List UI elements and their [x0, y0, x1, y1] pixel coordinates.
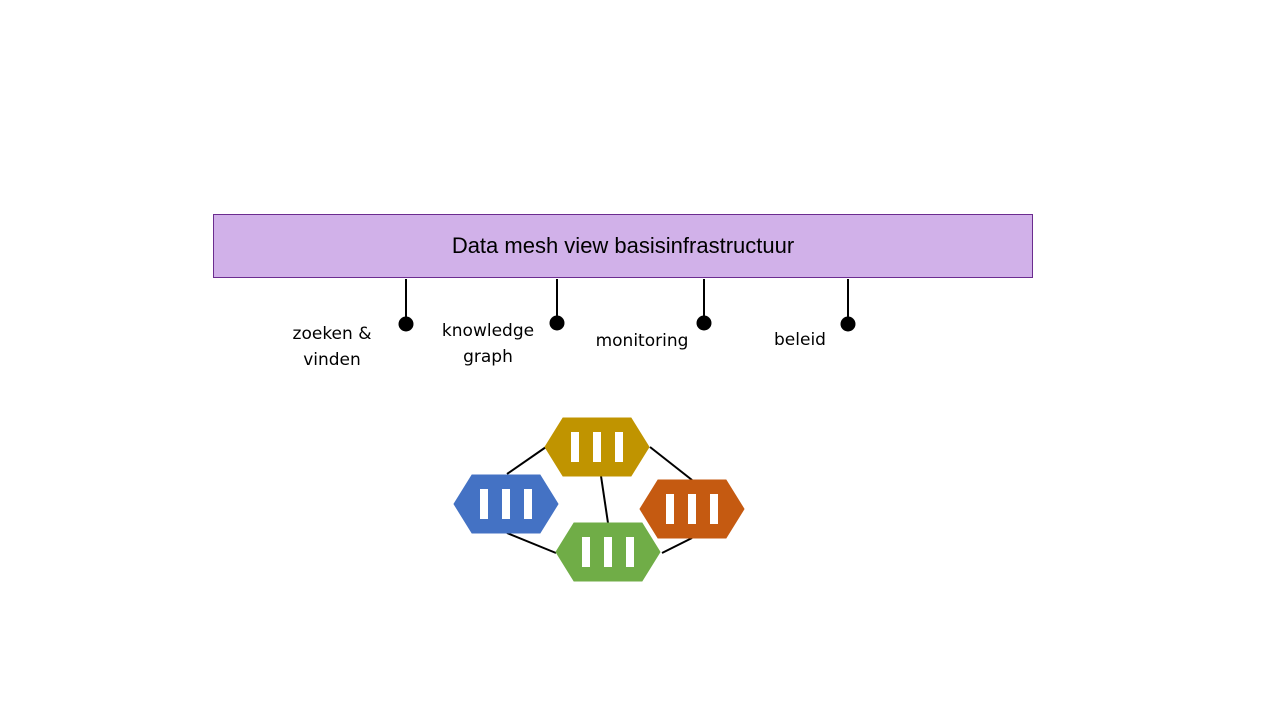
node-bar-1 — [666, 494, 674, 524]
node-bar-3 — [524, 489, 532, 519]
node-bar-3 — [615, 432, 623, 462]
edge-yellow-orange — [649, 446, 693, 481]
node-bar-1 — [480, 489, 488, 519]
pin-knowledge-graph — [549, 279, 565, 331]
node-bar-1 — [571, 432, 579, 462]
node-bar-2 — [604, 537, 612, 567]
pin-monitoring — [696, 279, 712, 331]
node-bar-2 — [688, 494, 696, 524]
mesh-node-blue — [453, 474, 559, 534]
pin-zoeken-vinden — [398, 279, 414, 332]
pin-beleid — [840, 279, 856, 332]
mesh-node-green — [555, 522, 661, 582]
connector-pins — [398, 279, 856, 332]
edge-yellow-green — [600, 475, 609, 524]
mesh-node-yellow — [544, 417, 650, 477]
mesh-nodes — [453, 417, 745, 582]
service-label-monitoring: monitoring — [595, 331, 689, 351]
node-bar-2 — [502, 489, 510, 519]
infrastructure-banner: Data mesh view basisinfrastructuur — [213, 214, 1033, 278]
mesh-edges — [506, 446, 693, 554]
mesh-node-orange — [639, 479, 745, 539]
node-bar-3 — [626, 537, 634, 567]
edge-blue-green — [506, 532, 557, 554]
service-label-zoeken-vinden: zoeken & vinden — [292, 324, 372, 370]
edge-yellow-blue — [506, 446, 547, 475]
node-bar-1 — [582, 537, 590, 567]
service-label-beleid: beleid — [774, 330, 826, 350]
node-bar-2 — [593, 432, 601, 462]
service-label-knowledge-graph: knowledge graph — [441, 321, 535, 367]
node-bar-3 — [710, 494, 718, 524]
edge-orange-green — [661, 537, 693, 554]
banner-title: Data mesh view basisinfrastructuur — [451, 233, 795, 258]
